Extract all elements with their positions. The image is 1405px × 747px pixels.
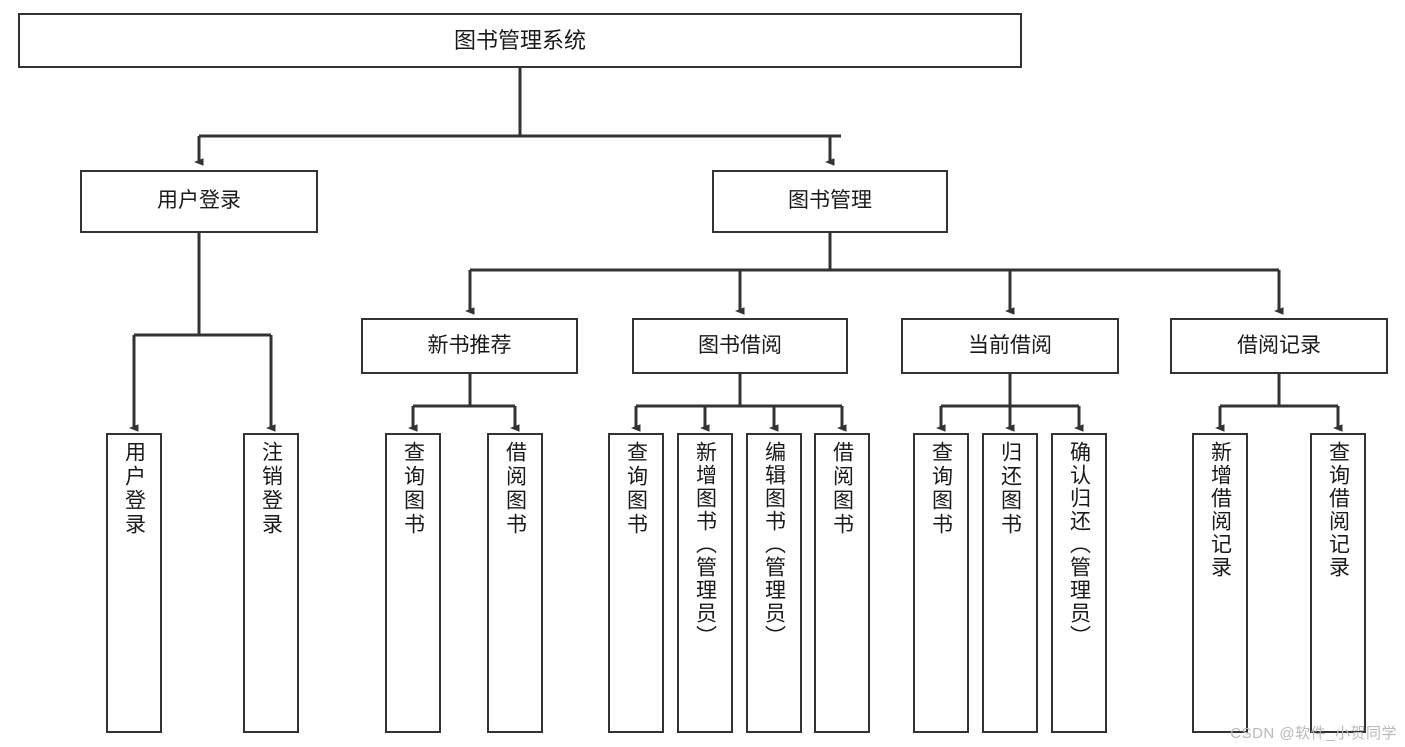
node-book-management[interactable]: 图书管理 [712,170,948,233]
node-user-login[interactable]: 用户登录 [80,170,318,233]
node-leaf-edit-book-admin[interactable]: 编辑图书（管理员） [746,433,802,733]
node-leaf-borrow-book-2[interactable]: 借阅图书 [814,433,870,733]
node-root[interactable]: 图书管理系统 [18,13,1022,68]
node-leaf-query-book-3[interactable]: 查询图书 [913,433,969,733]
node-leaf-query-book-3-label: 查询图书 [929,441,953,537]
node-root-label: 图书管理系统 [453,27,586,53]
node-leaf-return-book[interactable]: 归还图书 [982,433,1038,733]
node-leaf-add-borrow-record-label: 新增借阅记录 [1208,441,1232,579]
node-leaf-query-book-2-label: 查询图书 [624,441,648,537]
node-book-management-label: 图书管理 [788,189,872,213]
node-borrow-record[interactable]: 借阅记录 [1170,318,1388,374]
node-leaf-borrow-book-1[interactable]: 借阅图书 [487,433,543,733]
node-leaf-add-book-admin-label: 新增图书（管理员） [693,441,717,648]
node-leaf-user-login-label: 用户登录 [122,441,146,537]
node-current-borrow[interactable]: 当前借阅 [901,318,1119,374]
node-current-borrow-label: 当前借阅 [968,333,1052,357]
node-leaf-return-book-label: 归还图书 [998,441,1022,537]
node-book-borrow[interactable]: 图书借阅 [632,318,848,374]
node-new-book-recommend-label: 新书推荐 [427,333,512,357]
node-leaf-user-login[interactable]: 用户登录 [106,433,162,733]
node-leaf-confirm-return-admin[interactable]: 确认归还（管理员） [1051,433,1107,733]
node-leaf-add-book-admin[interactable]: 新增图书（管理员） [677,433,733,733]
node-leaf-query-book-2[interactable]: 查询图书 [608,433,664,733]
node-new-book-recommend[interactable]: 新书推荐 [361,318,578,374]
node-book-borrow-label: 图书借阅 [698,333,782,357]
node-leaf-query-book-1[interactable]: 查询图书 [385,433,441,733]
watermark-text: CSDN @软件_小贺同学 [1230,725,1397,742]
node-borrow-record-label: 借阅记录 [1237,333,1321,357]
node-leaf-query-borrow-record[interactable]: 查询借阅记录 [1310,433,1366,733]
node-leaf-logout-login-label: 注销登录 [259,441,283,537]
node-leaf-confirm-return-admin-label: 确认归还（管理员） [1067,441,1091,648]
node-leaf-edit-book-admin-label: 编辑图书（管理员） [762,441,786,648]
node-leaf-borrow-book-1-label: 借阅图书 [503,441,527,537]
node-user-login-label: 用户登录 [157,189,241,213]
node-leaf-query-borrow-record-label: 查询借阅记录 [1326,441,1350,579]
node-leaf-borrow-book-2-label: 借阅图书 [830,441,854,537]
node-leaf-logout-login[interactable]: 注销登录 [243,433,299,733]
node-leaf-add-borrow-record[interactable]: 新增借阅记录 [1192,433,1248,733]
node-leaf-query-book-1-label: 查询图书 [401,441,425,537]
